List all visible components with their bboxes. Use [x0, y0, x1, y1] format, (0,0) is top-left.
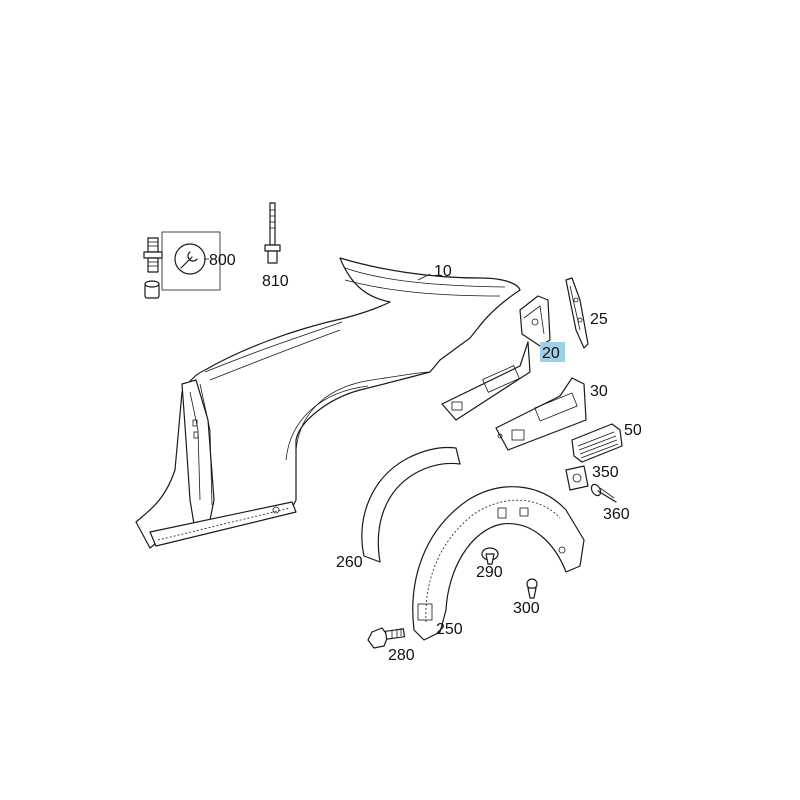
callout-20-highlight [540, 342, 565, 362]
part-350-clip-nut[interactable] [565, 465, 589, 491]
svg-text:250: 250 [436, 621, 463, 638]
wrench-icon [174, 243, 206, 275]
callout-280[interactable]: 280 [388, 647, 415, 664]
svg-text:350: 350 [592, 464, 619, 481]
callout-800[interactable]: 800 [209, 252, 236, 269]
svg-text:20: 20 [542, 345, 560, 362]
callout-260[interactable]: 260 [336, 554, 363, 571]
svg-text:290: 290 [476, 564, 503, 581]
part-280-bolt[interactable] [367, 627, 406, 649]
part-50-vent-grille[interactable] [571, 423, 623, 463]
part-290-clip[interactable] [481, 547, 499, 565]
callout-350[interactable]: 350 [592, 464, 619, 481]
callout-10[interactable]: 10 [434, 263, 452, 280]
part-20-bracket[interactable] [519, 295, 551, 347]
svg-text:30: 30 [590, 383, 608, 400]
callout-25[interactable]: 25 [590, 311, 608, 328]
svg-text:800: 800 [209, 252, 236, 269]
part-810-bolt[interactable] [264, 202, 281, 264]
svg-text:50: 50 [624, 422, 642, 439]
callout-300[interactable]: 300 [513, 600, 540, 617]
callout-360[interactable]: 360 [603, 506, 630, 523]
svg-text:25: 25 [590, 311, 608, 328]
svg-text:360: 360 [603, 506, 630, 523]
part-250-wheel-liner[interactable] [412, 486, 585, 641]
callout-50[interactable]: 50 [624, 422, 642, 439]
callout-810[interactable]: 810 [262, 273, 289, 290]
part-25-gusset[interactable] [565, 277, 589, 349]
callouts: 10 20 25 30 50 250 260 280 290 300 [209, 252, 642, 664]
part-260-arch-trim[interactable] [361, 446, 461, 563]
callout-250[interactable]: 250 [436, 621, 463, 638]
part-800-stud-kit[interactable] [143, 231, 221, 299]
svg-text:300: 300 [513, 600, 540, 617]
svg-text:260: 260 [336, 554, 363, 571]
part-inner-panel[interactable] [441, 341, 531, 421]
callout-290[interactable]: 290 [476, 564, 503, 581]
callout-20[interactable]: 20 [540, 342, 565, 362]
part-30-reinforcement[interactable] [495, 377, 587, 451]
svg-text:280: 280 [388, 647, 415, 664]
part-360-rivet[interactable] [590, 483, 617, 503]
svg-text:810: 810 [262, 273, 289, 290]
part-10-side-panel[interactable] [135, 257, 521, 549]
part-300-screw[interactable] [526, 578, 538, 599]
svg-text:10: 10 [434, 263, 452, 280]
leader-lines [204, 258, 431, 281]
callout-30[interactable]: 30 [590, 383, 608, 400]
